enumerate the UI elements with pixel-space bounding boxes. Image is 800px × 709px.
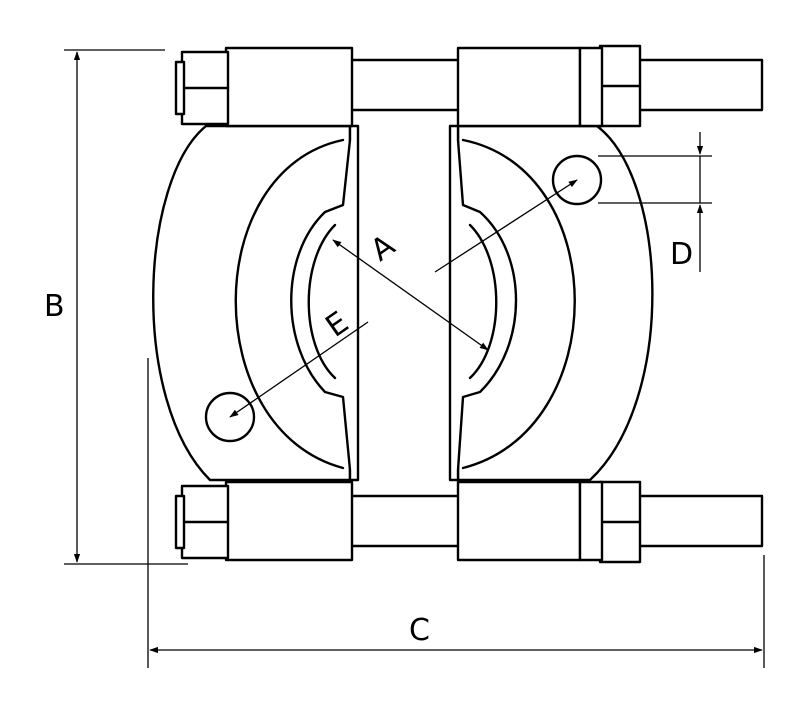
dimension-d-label: D [670,237,693,272]
dimension-e-line-2 [434,179,578,273]
left-jaw-bore [307,223,337,380]
right-recess-arc [461,138,576,470]
dimension-c-label: C [409,613,430,648]
dimension-a-line [332,239,489,351]
left-half-body [152,124,352,482]
top-right-washer [578,46,604,128]
bottom-right-washer [578,480,604,562]
right-half-body [456,124,654,482]
bottom-left-nut-washer [174,494,186,550]
dimension-e-line [229,321,369,418]
bottom-right-block [456,480,582,562]
left-recess-arc [234,138,345,470]
dimension-a-label: A [365,228,402,269]
top-left-block [224,46,354,128]
dimension-b-label: B [44,289,65,324]
top-right-block [456,46,582,128]
bottom-left-block [224,480,354,562]
top-left-nut-washer [174,60,186,116]
left-jaw [290,124,360,482]
